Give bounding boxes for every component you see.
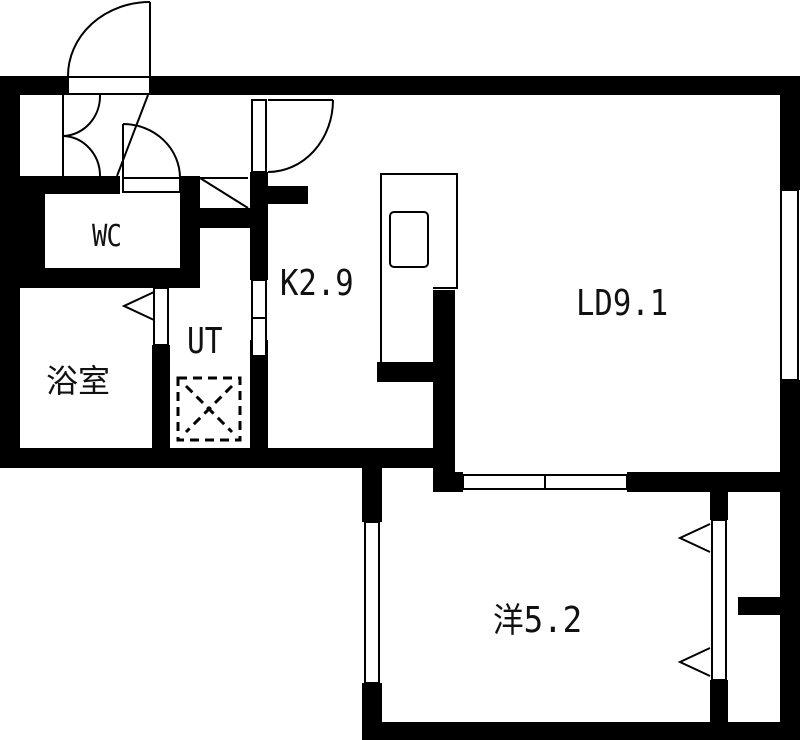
doors xyxy=(62,1,711,677)
room-label-kitchen: K2.9 xyxy=(280,263,354,304)
room-size: 5.2 xyxy=(523,600,583,641)
sink-icon xyxy=(389,211,429,268)
room-label-living-dining: LD9.1 xyxy=(576,283,669,324)
kitchen-counter xyxy=(380,173,458,362)
walls xyxy=(0,76,800,740)
room-label-utility: UT xyxy=(187,321,223,362)
windows xyxy=(67,76,799,684)
room-label-wc: WC xyxy=(92,219,122,254)
washer-space-icon xyxy=(176,376,242,442)
room-label-bathroom: 浴室 xyxy=(46,362,111,400)
room-type-prefix: 洋 xyxy=(493,601,524,641)
room-label-western-room: 洋5.2 xyxy=(493,603,582,639)
